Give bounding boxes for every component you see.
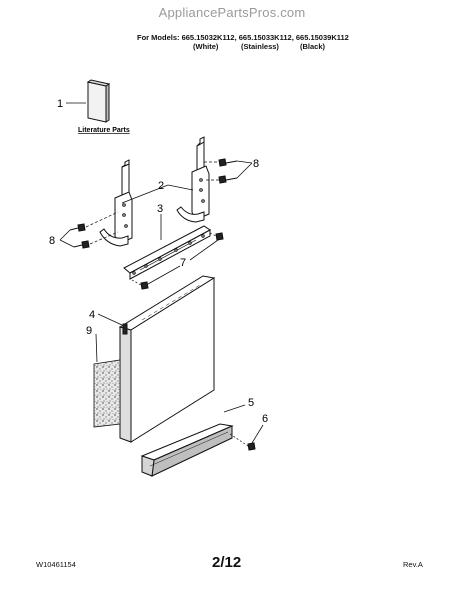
color-stainless: (Stainless) bbox=[241, 42, 279, 51]
leader-8-a bbox=[236, 160, 253, 164]
leader-2-left bbox=[121, 184, 169, 204]
door-panel bbox=[118, 275, 216, 443]
page-number: 2/12 bbox=[212, 554, 242, 571]
toe-kick-panel bbox=[140, 423, 234, 477]
callout-6: 6 bbox=[262, 413, 268, 425]
leader-9 bbox=[95, 333, 98, 363]
callout-5: 5 bbox=[248, 397, 254, 409]
literature-booklet bbox=[86, 79, 111, 123]
leader-7-a bbox=[147, 265, 181, 285]
doc-number: W10461154 bbox=[36, 560, 76, 569]
left-hinge-bracket bbox=[99, 159, 133, 247]
callout-3: 3 bbox=[157, 203, 163, 215]
dash-screw-l2 bbox=[89, 231, 119, 245]
callout-4: 4 bbox=[89, 309, 95, 321]
leader-8-c bbox=[59, 229, 71, 241]
right-hinge-bracket bbox=[176, 136, 210, 223]
callout-8-right: 8 bbox=[253, 158, 259, 170]
dash-rail-screw-l bbox=[131, 279, 142, 286]
models-prefix: For Models: bbox=[137, 33, 182, 42]
leader-7-b bbox=[189, 239, 219, 261]
leader-8-b bbox=[236, 162, 253, 179]
dash-rail-screw-r bbox=[209, 232, 217, 237]
leader-6 bbox=[251, 424, 264, 444]
models-line: For Models: 665.15032K112, 665.15033K112… bbox=[137, 33, 349, 42]
screws-left bbox=[69, 223, 90, 249]
insulation-pad bbox=[93, 359, 121, 428]
watermark: AppliancePartsPros.com bbox=[158, 5, 306, 20]
callout-1: 1 bbox=[57, 98, 63, 110]
dash-screw-l1 bbox=[85, 211, 119, 228]
callout-2: 2 bbox=[158, 180, 164, 192]
literature-parts-label: Literature Parts bbox=[78, 127, 130, 134]
callout-8-left: 8 bbox=[49, 235, 55, 247]
callout-9: 9 bbox=[86, 325, 92, 337]
leader-8-d bbox=[59, 239, 75, 248]
leader-2-right bbox=[167, 184, 194, 191]
color-black: (Black) bbox=[300, 42, 326, 51]
leader-4 bbox=[97, 313, 123, 326]
leader-5 bbox=[223, 404, 246, 413]
callout-7: 7 bbox=[180, 257, 186, 269]
screws-right bbox=[218, 158, 238, 184]
models-list: 665.15032K112, 665.15033K112, 665.15039K… bbox=[181, 33, 349, 42]
color-white: (White) bbox=[193, 42, 219, 51]
toe-kick-screw bbox=[229, 433, 256, 451]
mounting-rail bbox=[123, 225, 224, 290]
revision: Rev.A bbox=[403, 560, 423, 569]
